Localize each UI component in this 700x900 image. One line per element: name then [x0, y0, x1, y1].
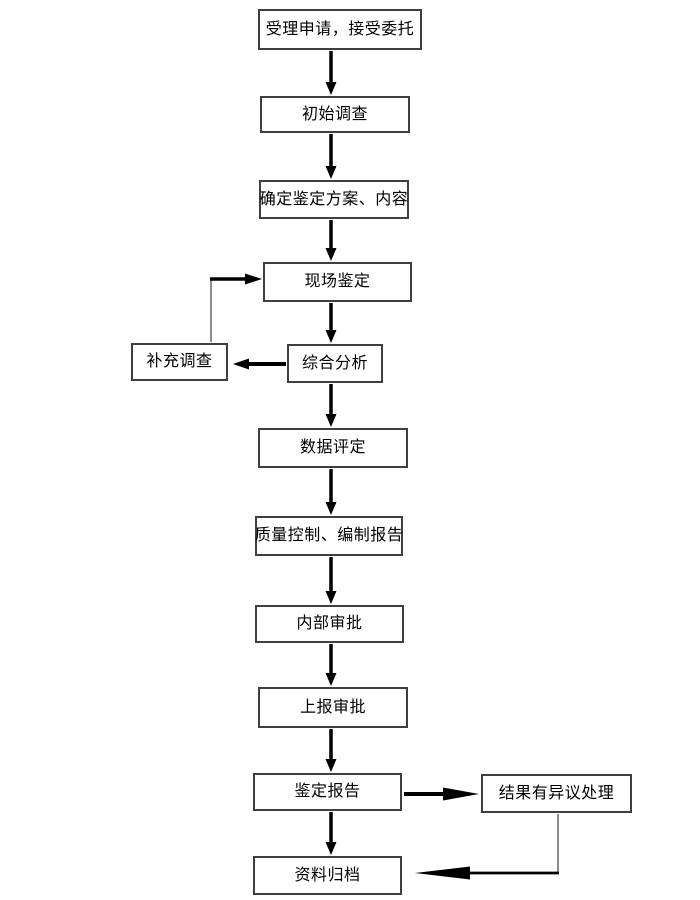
- flow-node-comprehensive-analysis: 综合分析: [287, 344, 383, 383]
- flow-node-appraisal-report: 鉴定报告: [253, 773, 402, 811]
- flow-node-submit-approval: 上报审批: [258, 687, 408, 728]
- flow-node-initial-investigation: 初始调查: [260, 96, 410, 133]
- arrow-internal-to-submit: [325, 644, 337, 686]
- flow-node-internal-approval: 内部审批: [255, 605, 404, 643]
- arrow-analysis-to-supplementary: [233, 358, 286, 370]
- flow-node-data-evaluation: 数据评定: [258, 428, 408, 468]
- connector-supplementary-to-site: [210, 273, 262, 342]
- flow-node-archive: 资料归档: [253, 856, 402, 895]
- flow-node-supplementary-investigation: 补充调查: [131, 343, 228, 381]
- arrow-accept-to-initial: [325, 51, 337, 95]
- arrow-analysis-to-data: [325, 384, 337, 427]
- flow-node-accept-application: 受理申请，接受委托: [258, 9, 422, 50]
- flow-node-dispute-handling: 结果有异议处理: [481, 774, 632, 813]
- flow-node-determine-plan: 确定鉴定方案、内容: [259, 180, 409, 219]
- arrow-submit-to-report: [325, 729, 337, 772]
- arrow-site-to-analysis: [325, 303, 337, 343]
- arrow-data-to-quality: [325, 469, 337, 515]
- arrow-report-to-archive: [325, 812, 337, 855]
- connector-dispute-to-archive: [415, 814, 559, 880]
- arrow-quality-to-internal: [325, 557, 337, 604]
- arrow-plan-to-site: [325, 220, 337, 261]
- arrow-report-to-dispute: [404, 787, 479, 801]
- flow-node-quality-control-report: 质量控制、编制报告: [255, 516, 403, 556]
- arrow-initial-to-plan: [325, 134, 337, 179]
- flow-node-site-appraisal: 现场鉴定: [263, 262, 412, 302]
